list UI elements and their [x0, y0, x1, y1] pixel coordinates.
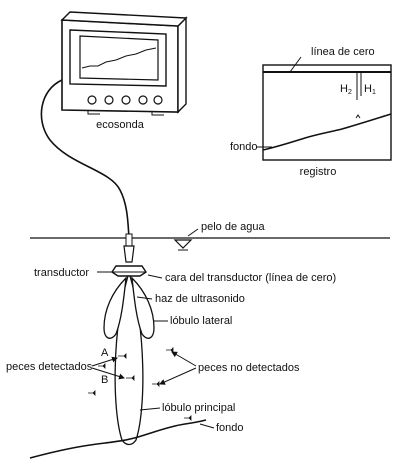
seabed-label: fondo — [216, 422, 244, 434]
sonar-beam — [103, 275, 155, 446]
transducer-cable — [40, 79, 130, 239]
knob-2 — [104, 95, 114, 105]
zero-line-label: línea de cero — [311, 46, 375, 58]
fish-detected-label: peces detectados — [6, 361, 93, 373]
record-panel — [257, 56, 392, 161]
transducer-label: transductor — [34, 267, 89, 279]
fish-detected-a — [118, 353, 127, 359]
beam-label: haz de ultrasonido — [155, 293, 245, 305]
fish-undetected-1 — [98, 363, 106, 369]
main-lobe-leader — [139, 407, 161, 411]
zero-line-leader — [289, 56, 302, 73]
h1-label: H1 — [364, 83, 376, 96]
fish-not-detected-label: peces no detectados — [198, 362, 300, 374]
transducer-head — [111, 265, 147, 277]
seabed-leader — [199, 423, 215, 429]
h2-label: H2 — [340, 83, 352, 96]
transducer-face-leader — [147, 274, 163, 279]
device-foot-right — [151, 111, 164, 116]
fish-undetected-4 — [152, 381, 160, 387]
transducer-rod — [125, 233, 133, 247]
fish-detected-arrow-a — [91, 356, 118, 367]
fish-group — [88, 347, 192, 421]
fish-echo-mark — [355, 114, 361, 119]
record-frame — [262, 64, 392, 161]
fish-detected-b — [126, 375, 135, 381]
knob-3 — [121, 95, 131, 105]
knob-1 — [87, 95, 97, 105]
record-bottom-trace — [262, 113, 392, 151]
fish-not-detected-arrow-1 — [171, 351, 197, 367]
echosounder-device — [40, 11, 188, 239]
fish-not-detected-arrow-2 — [159, 367, 197, 385]
device-side — [177, 16, 187, 114]
record-bottom-label: fondo — [230, 141, 258, 153]
main-lobe-label: lóbulo principal — [162, 402, 235, 414]
knob-4 — [138, 95, 148, 105]
transducer — [111, 233, 147, 277]
fish-undetected-3 — [166, 347, 174, 353]
left-side-lobe — [103, 276, 127, 339]
seabed-line — [29, 419, 207, 459]
echosounder-label: ecosonda — [96, 119, 145, 131]
fish-undetected-5 — [184, 415, 192, 421]
mark-b-label: B — [101, 374, 108, 386]
knob-5 — [153, 95, 163, 105]
beam-leader — [136, 296, 153, 300]
mark-a-label: A — [101, 347, 109, 359]
water-surface-leader — [187, 228, 199, 237]
device-top — [60, 11, 188, 27]
device-screen — [79, 35, 159, 81]
water-surface-label: pelo de agua — [201, 221, 265, 233]
screen-trace — [81, 47, 157, 69]
fish-detected-arrow-b — [91, 367, 125, 380]
transducer-face-label: cara del transductor (línea de cero) — [165, 272, 336, 284]
transducer-stem — [123, 245, 135, 263]
side-lobe-label: lóbulo lateral — [170, 315, 232, 327]
right-side-lobe — [131, 276, 155, 339]
water-level-symbol — [173, 239, 193, 249]
fish-undetected-2 — [88, 390, 96, 396]
record-label: registro — [300, 166, 337, 178]
device-foot-left — [87, 110, 100, 115]
